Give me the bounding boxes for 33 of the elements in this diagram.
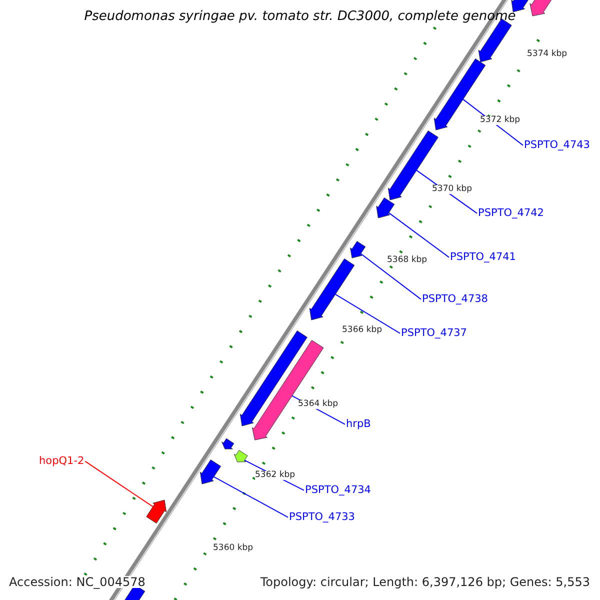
gene-label: hrpB xyxy=(346,419,371,430)
gene-label: PSPTO_4741 xyxy=(450,252,516,262)
gene-feature xyxy=(200,459,222,484)
leader-line xyxy=(84,460,154,508)
leader-line xyxy=(213,476,288,518)
gene-label: PSPTO_4738 xyxy=(422,294,488,304)
gene-label: PSPTO_4734 xyxy=(305,485,371,496)
gene-feature xyxy=(376,197,395,218)
gene-feature xyxy=(234,450,248,462)
scale-label: 5374 kbp xyxy=(527,50,568,58)
scale-label: 5370 kbp xyxy=(432,185,472,194)
gene-label: PSPTO_4733 xyxy=(289,512,355,522)
scale-label: 5364 kbp xyxy=(298,400,338,408)
gene-feature xyxy=(309,258,355,320)
gene-label: PSPTO_4742 xyxy=(478,208,544,218)
leader-line xyxy=(388,212,450,258)
gene-feature xyxy=(146,500,167,524)
gene-feature xyxy=(252,340,324,440)
scale-label: 5368 kbp xyxy=(387,256,428,264)
gene-label: PSPTO_4743 xyxy=(524,140,590,150)
footer-text: Accession: NC_004578 xyxy=(9,576,146,588)
gene-label: PSPTO_4737 xyxy=(401,328,467,338)
gene-feature xyxy=(350,241,366,258)
scale-label: 5366 kbp xyxy=(342,326,382,334)
scale-label: 5372 kbp xyxy=(480,116,520,124)
gene-feature xyxy=(222,438,234,450)
title: Pseudomonas syringae pv. tomato str. DC3000, complete genome xyxy=(83,10,517,23)
scale-label: 5362 kbp xyxy=(255,471,296,480)
leader-line xyxy=(334,294,400,334)
leader-line xyxy=(360,253,422,300)
scale-label: 5360 kbp xyxy=(213,544,254,552)
footer-text: Topology: circular; Length: 6,397,126 bp; Genes: 5,553 xyxy=(260,576,590,588)
gene-label: hopQ1-2 xyxy=(39,456,84,466)
